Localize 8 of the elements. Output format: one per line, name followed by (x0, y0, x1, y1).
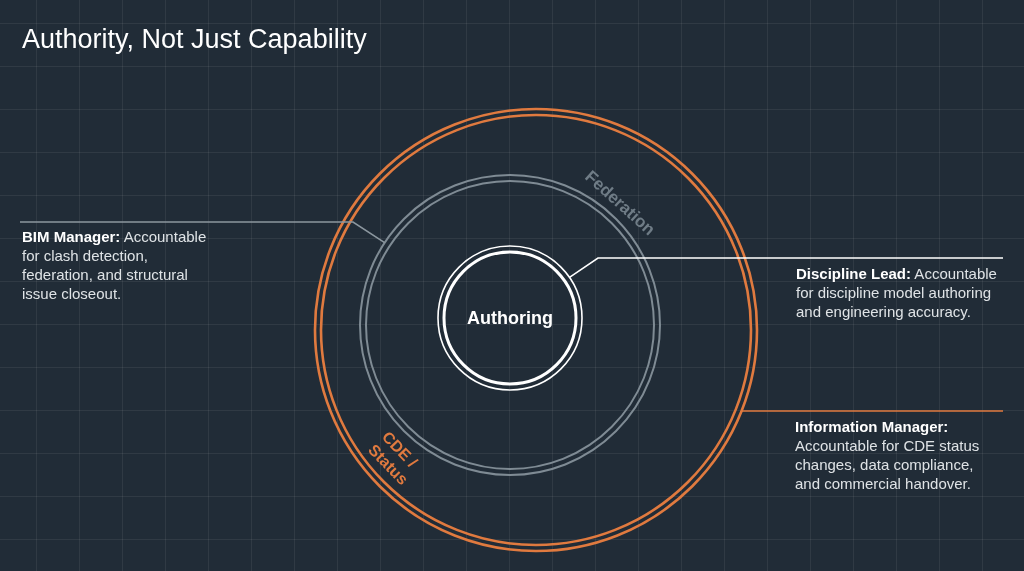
leader-line (740, 410, 1004, 412)
callout-text: Information Manager: Accountable for CDE status changes, data compliance, and commercial handover. (795, 411, 1003, 493)
leader-line (568, 257, 1004, 279)
circle-label: Authoring (467, 308, 553, 328)
callout-text: BIM Manager: Accountable for clash detection, federation, and structural issue closeout. (20, 222, 214, 303)
callout-text: Discipline Lead: Accountable for discipline model authoring and engineering accuracy. (796, 258, 1003, 321)
leader-line (19, 221, 386, 244)
title: Authority, Not Just Capability (22, 23, 367, 56)
